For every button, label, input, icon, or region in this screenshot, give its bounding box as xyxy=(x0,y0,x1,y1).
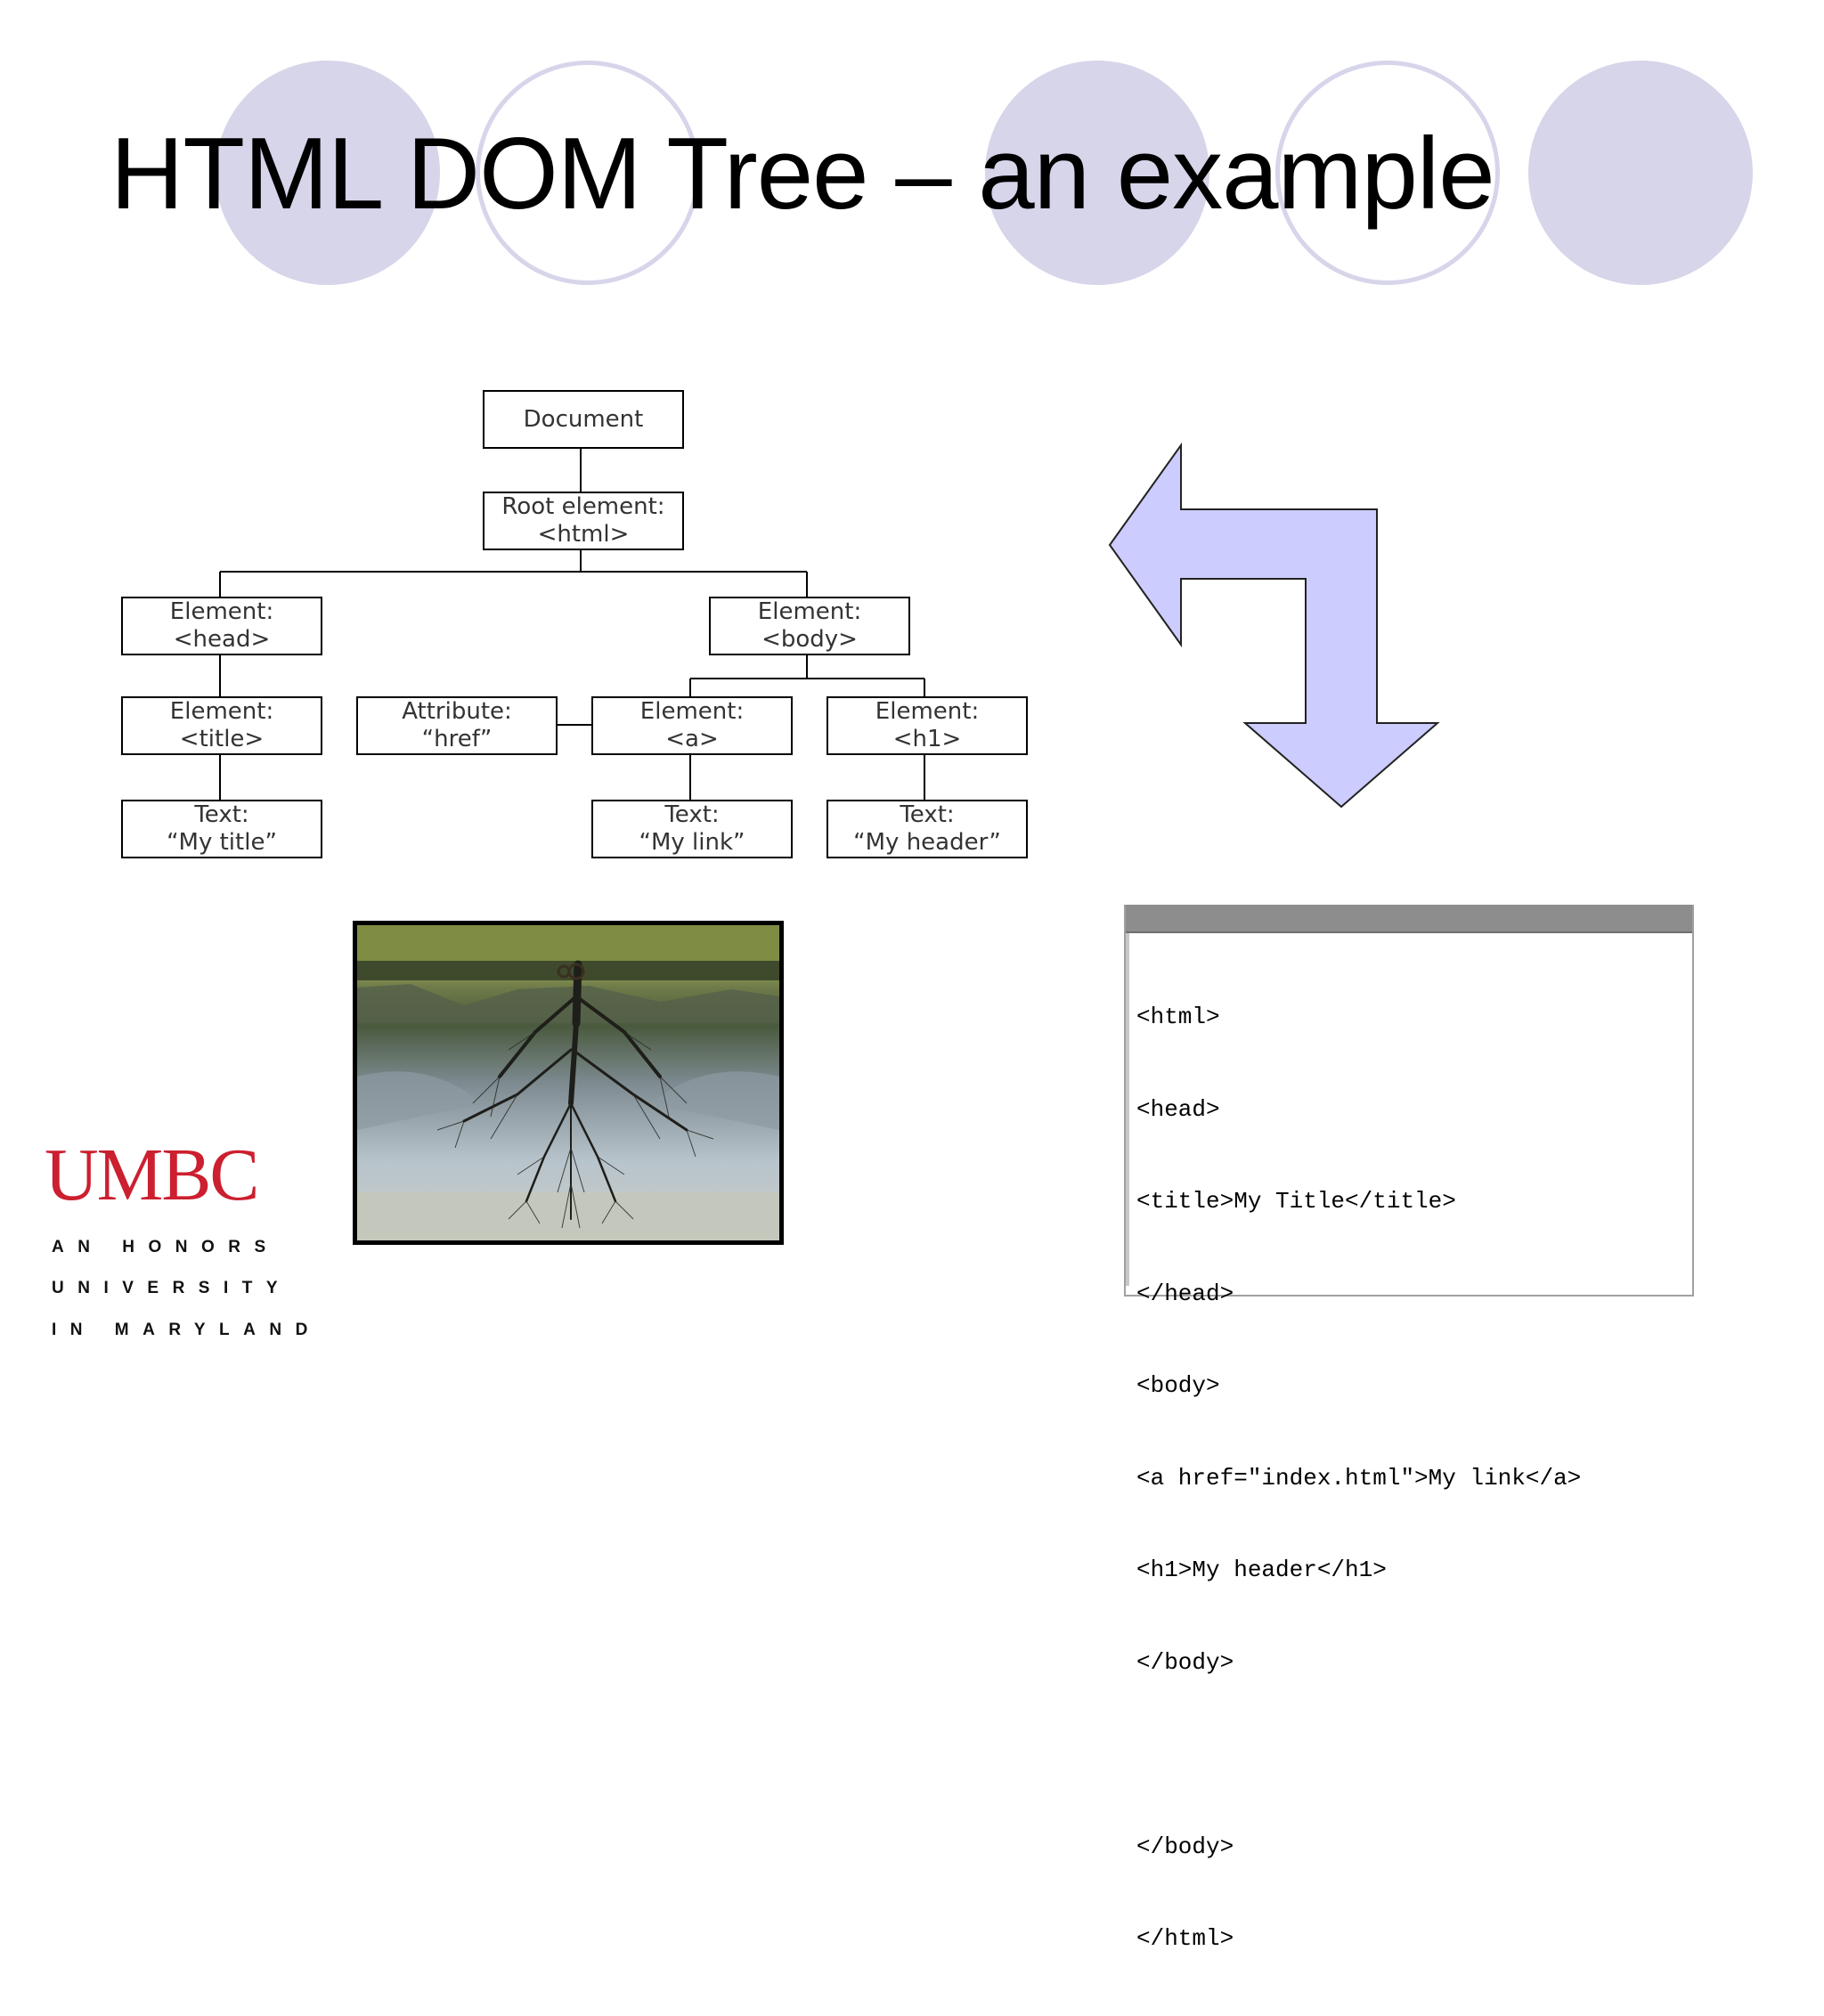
code-line: <a href="index.html">My link</a> xyxy=(1136,1464,1582,1492)
node-root-html: Root element: <html> xyxy=(483,492,684,550)
node-label-1: Root element: xyxy=(501,493,665,521)
code-window-titlebar xyxy=(1126,905,1692,933)
decor-circle-3 xyxy=(985,61,1209,285)
code-line xyxy=(1136,1739,1692,1770)
decor-circle-5 xyxy=(1528,61,1753,285)
node-text-link: Text: “My link” xyxy=(591,800,793,858)
umbc-logo-tagline-3: IN MARYLAND xyxy=(52,1321,322,1339)
code-line: </body> xyxy=(1136,1648,1234,1676)
decor-circle-4 xyxy=(1275,61,1500,285)
node-label-1: Element: xyxy=(639,698,745,726)
node-label-2: <title> xyxy=(179,726,265,752)
code-line: <title>My Title</title> xyxy=(1136,1188,1456,1215)
node-a: Element: <a> xyxy=(591,696,793,755)
umbc-logo-tagline-1: AN HONORS xyxy=(52,1238,280,1256)
code-line: </body> xyxy=(1136,1833,1234,1860)
node-label-2: “My link” xyxy=(639,829,745,856)
node-label-1: Text: xyxy=(900,801,955,829)
code-line: <h1>My header</h1> xyxy=(1136,1557,1387,1583)
code-line: <body> xyxy=(1136,1372,1220,1399)
node-label-2: <body> xyxy=(761,626,858,653)
node-document-label: Document xyxy=(523,405,644,433)
node-body: Element: <body> xyxy=(709,597,910,655)
node-label-1: Text: xyxy=(664,801,720,829)
node-label-2: “My title” xyxy=(167,829,277,856)
tree-connectors xyxy=(219,449,925,800)
node-h1: Element: <h1> xyxy=(826,696,1028,755)
node-label-1: Element: xyxy=(169,598,274,626)
node-label-1: Text: xyxy=(194,801,249,829)
inverted-tree-photo xyxy=(353,921,784,1245)
node-label-2: “My header” xyxy=(853,829,1001,856)
node-label-1: Element: xyxy=(875,698,980,726)
node-text-title: Text: “My title” xyxy=(121,800,322,858)
slide-title: HTML DOM Tree – an example xyxy=(110,118,1495,231)
umbc-logo-wordmark: UMBC xyxy=(45,1134,259,1216)
code-line: <head> xyxy=(1136,1095,1220,1123)
node-attribute-href: Attribute: “href” xyxy=(356,696,558,755)
node-label-2: <html> xyxy=(537,521,630,548)
decor-circle-2 xyxy=(476,61,700,285)
code-line: <html> xyxy=(1136,1004,1220,1030)
node-label-1: Element: xyxy=(169,698,274,726)
code-listing: <html> <head> <title>My Title</title> </… xyxy=(1126,933,1692,1952)
decor-circle-1 xyxy=(216,61,440,285)
umbc-logo-tagline-2: UNIVERSITY xyxy=(52,1279,292,1297)
node-text-header: Text: “My header” xyxy=(826,800,1028,858)
code-line: </html> xyxy=(1136,1925,1234,1952)
bent-arrow-icon xyxy=(1108,442,1440,809)
node-head: Element: <head> xyxy=(121,597,322,655)
node-label-2: <head> xyxy=(173,626,271,653)
node-label-1: Attribute: xyxy=(402,698,512,726)
inverted-tree-illustration xyxy=(357,925,779,1240)
html-source-window: <html> <head> <title>My Title</title> </… xyxy=(1124,905,1694,1952)
node-label-2: <h1> xyxy=(892,726,962,752)
node-label-2: <a> xyxy=(665,726,719,752)
node-title: Element: <title> xyxy=(121,696,322,755)
code-line: </head> xyxy=(1136,1280,1234,1307)
node-label-1: Element: xyxy=(757,598,862,626)
node-document: Document xyxy=(483,390,684,449)
node-label-2: “href” xyxy=(421,726,493,752)
